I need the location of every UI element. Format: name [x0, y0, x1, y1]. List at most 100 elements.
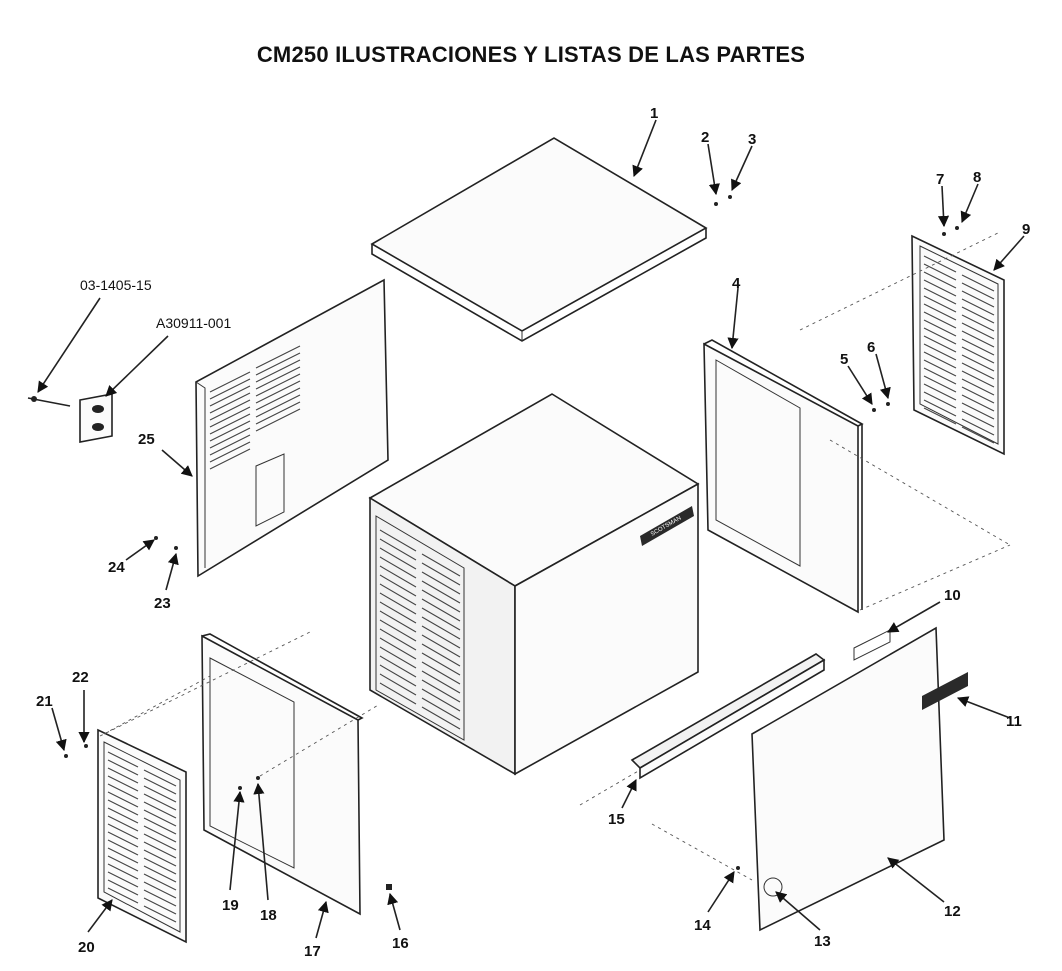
left-side-panel	[195, 278, 389, 578]
callout-7: 7	[936, 171, 944, 188]
louver-slat	[923, 303, 957, 321]
callout-25: 25	[138, 431, 155, 448]
louver-slat	[961, 290, 995, 308]
cabinet: SCOTSMAN	[368, 393, 700, 776]
louver-slat	[421, 670, 461, 694]
logo-plate	[640, 506, 694, 546]
louver-slat	[923, 319, 957, 337]
louver-slat	[143, 777, 177, 795]
louver-slat	[143, 905, 177, 923]
bracket-part	[79, 393, 113, 443]
louver-slat	[923, 399, 957, 417]
callout-14: 14	[694, 917, 711, 934]
louver-slat	[961, 402, 995, 420]
callout-11: 11	[1006, 713, 1022, 730]
louver-slat	[143, 801, 177, 819]
callout-16: 16	[392, 935, 409, 952]
louver-slat	[107, 855, 139, 872]
louver-slat	[209, 371, 251, 393]
louver-slat	[209, 441, 251, 463]
top-panel	[370, 137, 708, 342]
callout-19: 19	[222, 897, 239, 914]
louver-slat	[379, 655, 417, 678]
louver-slat	[379, 637, 417, 660]
louver-slat	[961, 378, 995, 396]
louver-slat	[961, 354, 995, 372]
louver-slat	[379, 565, 417, 588]
right-grille	[911, 234, 1005, 456]
louver-slat	[107, 791, 139, 808]
callout-15: 15	[608, 811, 625, 828]
louver-slat	[209, 420, 251, 442]
louver-slat	[107, 783, 139, 800]
louver-slat	[923, 311, 957, 329]
louver-slat	[421, 688, 461, 712]
louver-slat	[255, 401, 301, 425]
callout-9: 9	[1022, 221, 1030, 238]
louver-slat	[143, 881, 177, 899]
louver-slat	[143, 865, 177, 883]
louver-slat	[923, 375, 957, 393]
louver-slat	[143, 817, 177, 835]
louver-slat	[209, 392, 251, 414]
louver-slat	[379, 610, 417, 633]
part-number-bracket: A30911-001	[156, 315, 231, 331]
front-door	[751, 626, 968, 932]
door-latch	[853, 629, 891, 661]
louver-slat	[107, 871, 139, 888]
louver-slat	[143, 849, 177, 867]
louver-slat	[379, 574, 417, 597]
louver-slat	[107, 863, 139, 880]
louver-slat	[421, 580, 461, 604]
louver-slat	[107, 751, 139, 768]
louver-slat	[961, 394, 995, 412]
louver-slat	[923, 351, 957, 369]
louver-slat	[379, 556, 417, 579]
louver-slat	[143, 841, 177, 859]
louver-slat	[961, 362, 995, 380]
louver-slat	[421, 652, 461, 676]
louver-slat	[143, 857, 177, 875]
louver-slat	[923, 271, 957, 289]
louver-slat	[379, 529, 417, 552]
louver-slat	[209, 413, 251, 435]
louver-slat	[143, 825, 177, 843]
louver-slat	[209, 385, 251, 407]
louver-slat	[923, 407, 957, 425]
louver-slat	[961, 338, 995, 356]
louver-slat	[961, 426, 995, 444]
callout-12: 12	[944, 903, 961, 920]
callout-23: 23	[154, 595, 171, 612]
louver-slat	[923, 343, 957, 361]
callout-13: 13	[814, 933, 831, 950]
louver-slat	[209, 378, 251, 400]
louver-slat	[255, 359, 301, 383]
louver-slat	[421, 661, 461, 685]
louver-slat	[107, 879, 139, 896]
louver-slat	[421, 616, 461, 640]
callout-21: 21	[36, 693, 53, 710]
louver-slat	[143, 785, 177, 803]
louver-slat	[143, 833, 177, 851]
louver-slat	[961, 330, 995, 348]
louver-slat	[421, 697, 461, 721]
right-side-frame	[703, 339, 864, 614]
louver-slat	[379, 583, 417, 606]
callout-labels: 1 2 3 4 5 6 7 8 9 10 11 12 13 14 15 16 1…	[36, 105, 1030, 960]
louver-slat	[209, 448, 251, 470]
louver-slat	[255, 345, 301, 369]
louver-slat	[107, 831, 139, 848]
callout-3: 3	[748, 131, 756, 148]
louver-slat	[143, 889, 177, 907]
louver-slat	[421, 607, 461, 631]
louver-slat	[923, 359, 957, 377]
louver-slat	[923, 295, 957, 313]
louver-slat	[961, 410, 995, 428]
louver-slat	[143, 769, 177, 787]
screw-part	[27, 396, 71, 407]
louver-slat	[143, 793, 177, 811]
left-front-frame	[201, 633, 364, 916]
louver-slat	[107, 775, 139, 792]
callout-1: 1	[650, 105, 658, 122]
